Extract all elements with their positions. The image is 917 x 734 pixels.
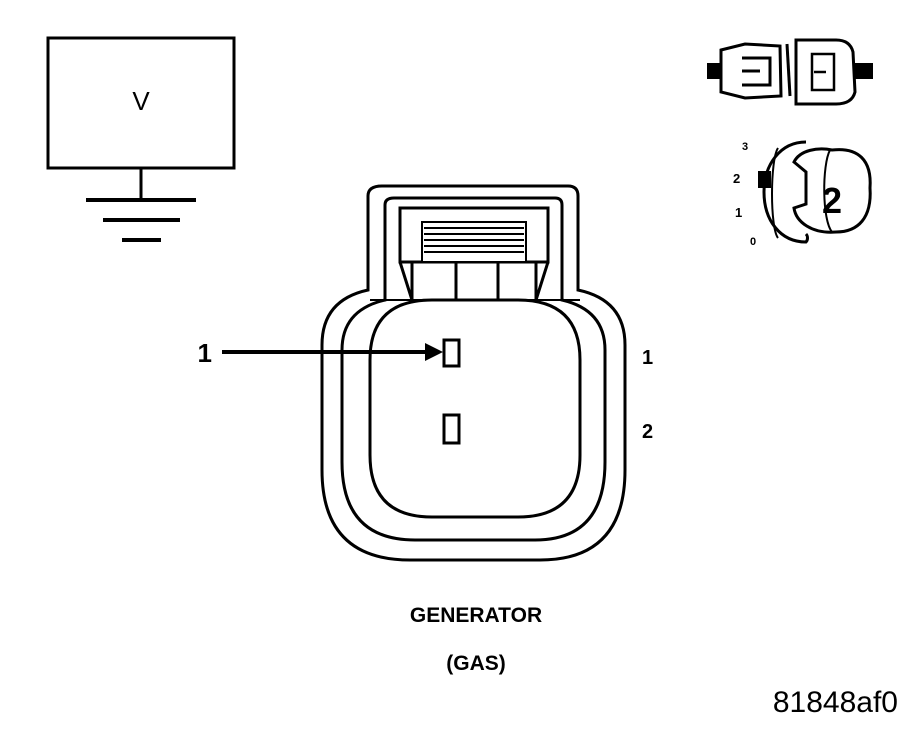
- locking-tab: [421, 221, 527, 263]
- ignition-key-icon: 3 2 1 0 2: [733, 140, 872, 248]
- figure-id: 81848af0: [773, 686, 898, 719]
- pin-callout: 1: [198, 338, 443, 368]
- key-head: [792, 147, 872, 234]
- connector-cavity-area: [368, 298, 582, 519]
- pin-label-1: 1: [642, 347, 653, 369]
- ground-icon: [86, 198, 196, 242]
- key-position-1: 1: [735, 205, 742, 220]
- key-label: 2: [822, 180, 842, 221]
- key-cylinder: [762, 140, 809, 244]
- connector-face: [320, 184, 627, 562]
- component-name: GENERATOR: [410, 604, 542, 627]
- callout-number: 1: [198, 338, 212, 368]
- component-variant: (GAS): [446, 652, 506, 675]
- pin-label-2: 2: [642, 421, 653, 443]
- pin-cavity-1: [442, 338, 461, 368]
- arrowhead-icon: [425, 343, 443, 361]
- key-position-3: 3: [742, 141, 748, 153]
- voltmeter-label: V: [132, 86, 150, 116]
- key-position-2: 2: [733, 171, 740, 186]
- key-position-marker: [758, 171, 771, 188]
- key-position-0: 0: [750, 236, 756, 248]
- disconnected-connector-icon: [707, 38, 873, 106]
- voltmeter-symbol: V: [46, 36, 236, 242]
- pin-cavity-2: [442, 413, 461, 445]
- connector-outer-housing: [320, 184, 627, 562]
